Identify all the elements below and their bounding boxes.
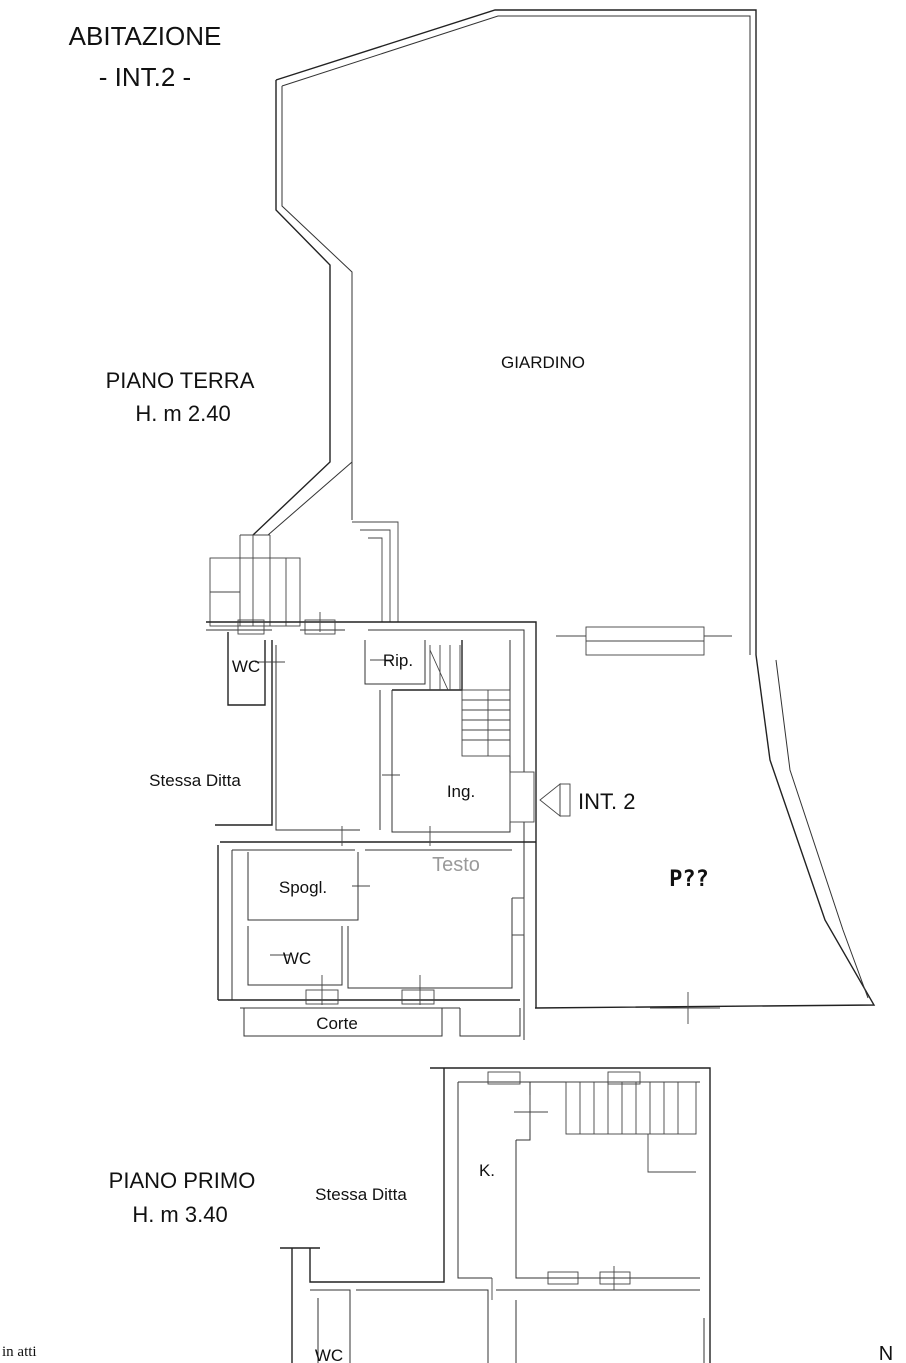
room-spogl: Spogl.: [279, 878, 327, 897]
first-floor-walls: [280, 1067, 711, 1363]
room-wc2: WC: [283, 949, 311, 968]
room-corte: Corte: [316, 1014, 358, 1033]
room-ing: Ing.: [447, 782, 475, 801]
neighbor-ground-label: Stessa Ditta: [149, 771, 241, 790]
title-line2: - INT.2 -: [99, 62, 191, 92]
first-floor-name: PIANO PRIMO: [109, 1168, 256, 1193]
ground-floor-walls: [206, 612, 720, 1040]
entrance-label: INT. 2: [578, 789, 635, 814]
north-label: N: [879, 1343, 893, 1363]
neighbor-first-label: Stessa Ditta: [315, 1185, 407, 1204]
footer-left-text: in atti: [2, 1344, 37, 1360]
entrance-arrow: [539, 783, 571, 817]
garden-bench: [556, 626, 732, 656]
title-line1: ABITAZIONE: [69, 21, 222, 51]
ground-floor-height: H. m 2.40: [135, 401, 230, 426]
garden-outline: [252, 9, 876, 1009]
room-wc3: WC: [315, 1346, 343, 1363]
first-floor-height: H. m 3.40: [132, 1202, 227, 1227]
room-rip: Rip.: [383, 651, 413, 670]
ground-floor-name: PIANO TERRA: [106, 368, 255, 393]
room-wc1: WC: [232, 657, 260, 676]
interior-stairs: [429, 645, 511, 757]
room-garden: GIARDINO: [501, 353, 585, 372]
watermark-text: Testo: [432, 854, 480, 876]
marker-label: P??: [669, 867, 709, 892]
room-kitchen: K.: [479, 1161, 495, 1180]
external-stairs: [209, 521, 399, 627]
